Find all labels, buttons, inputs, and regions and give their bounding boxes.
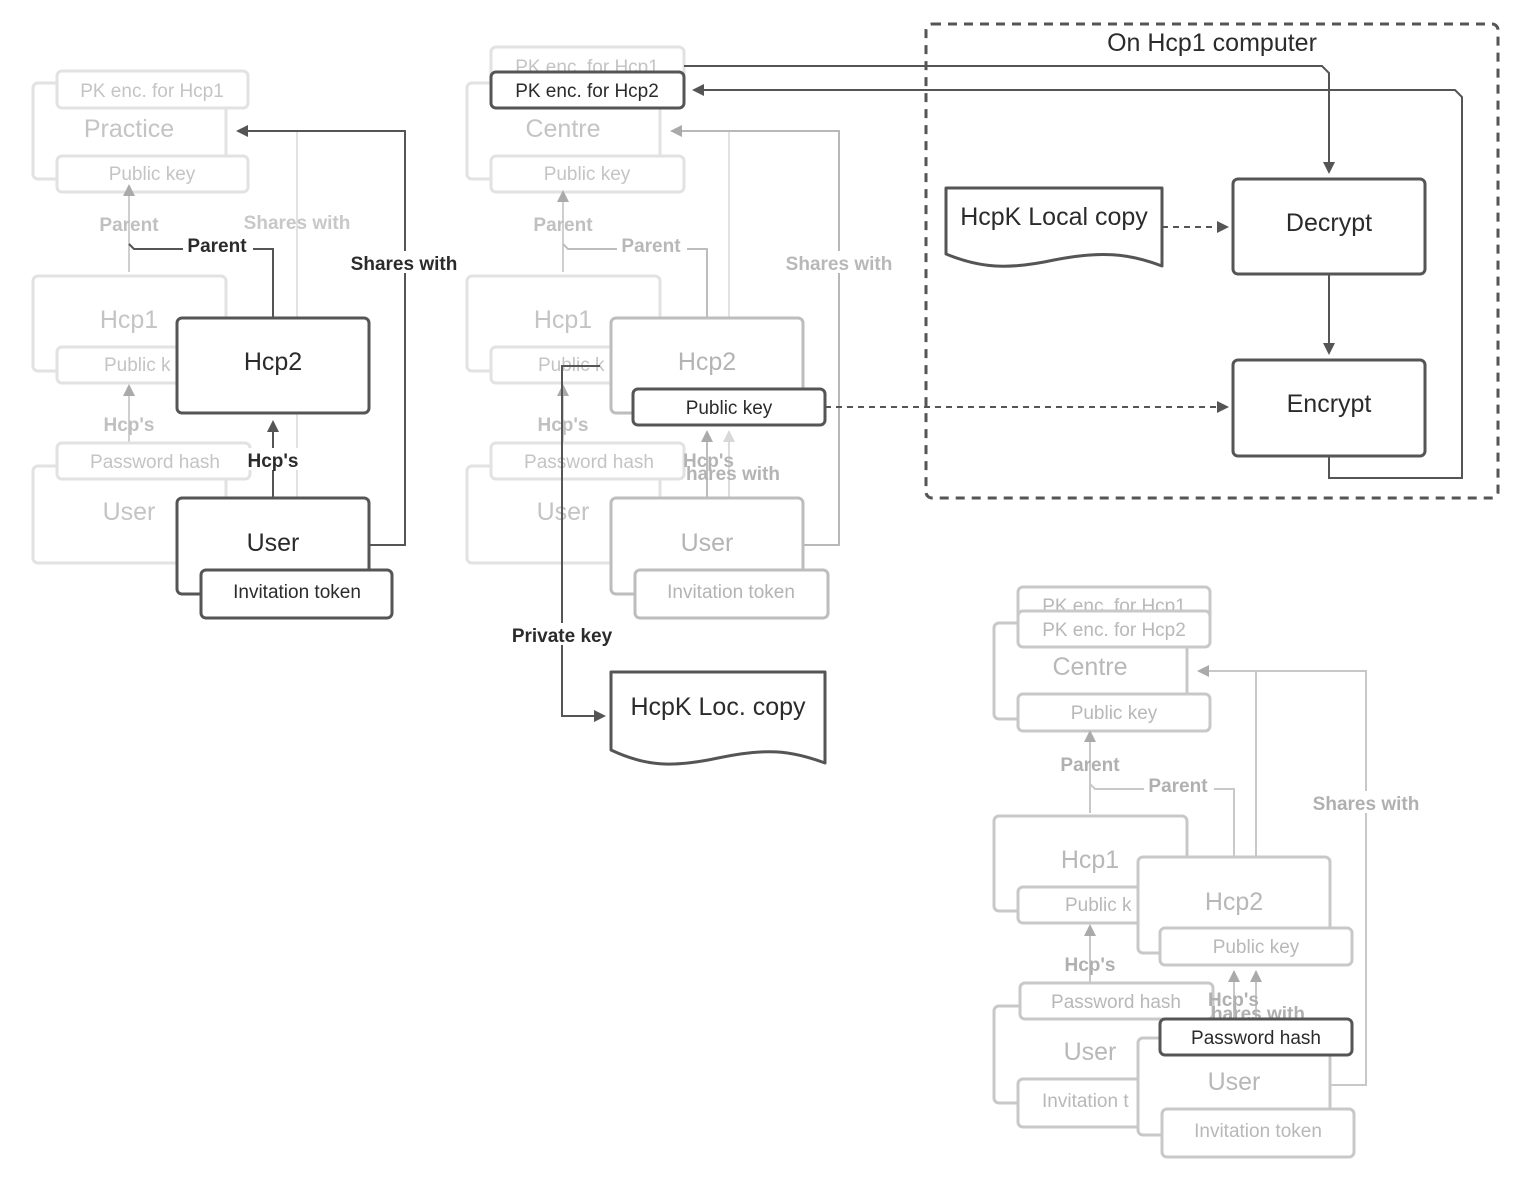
pk-hcp2-label-4: PK enc. for Hcp2 <box>1042 620 1186 641</box>
centre-label-4: Centre <box>1052 653 1127 681</box>
shares-with-line-4 <box>1197 665 1367 1086</box>
panel-practice: PK enc. for Hcp1 Practice Public key Par… <box>31 69 466 620</box>
centre-public-key-box <box>489 154 686 194</box>
hcp1-computer-frame <box>924 22 1500 500</box>
panel-result: PK enc. for Hcp1 PK enc. for Hcp2 Centre… <box>992 585 1428 1159</box>
hcp2-box <box>175 316 371 415</box>
hcpk-local-copy-label: HcpK Local copy <box>960 203 1148 231</box>
hcp2-label-2: Hcp2 <box>678 348 736 376</box>
encrypt-label: Encrypt <box>1287 390 1372 418</box>
shares-with-dark-label: Shares with <box>351 254 458 275</box>
password-hash-box-4 <box>1158 1017 1354 1057</box>
password-hash-box-2 <box>489 441 686 481</box>
hcp1-label-2: Hcp1 <box>534 306 592 334</box>
private-key-label-bg <box>503 623 621 645</box>
decrypt-label: Decrypt <box>1286 209 1372 237</box>
user-faint-label: User <box>103 498 156 526</box>
shares-with-label-4: Shares with <box>1313 794 1420 815</box>
practice-label: Practice <box>84 115 174 143</box>
parent-top-label-2: Parent <box>533 215 593 236</box>
invitation-token-box <box>199 568 394 620</box>
parent-top-label-4: Parent <box>1060 755 1120 776</box>
user-faint-label-4: User <box>1064 1038 1117 1066</box>
invitation-faint-label-4: Invitation t <box>1042 1091 1129 1112</box>
private-key-line <box>561 365 606 722</box>
hcp1-label: Hcp1 <box>100 306 158 334</box>
local-copy-document <box>609 670 827 766</box>
practice-public-key-box <box>55 154 250 194</box>
pk-hcp2-box-2 <box>489 70 686 110</box>
invitation-token-label-2: Invitation token <box>667 582 795 603</box>
hcpk-local-copy-document <box>944 186 1164 268</box>
hcps-dark-label-bg <box>243 448 303 470</box>
shares-with-small-label-2: hares with <box>686 464 780 485</box>
hcp2-public-key-label-2: Public key <box>686 398 773 419</box>
hcps-faint-label: Hcp's <box>104 415 155 436</box>
hcp1-public-key-label: Public k <box>104 355 171 376</box>
invitation-token-box-4 <box>1160 1107 1356 1159</box>
hcp1-label-4: Hcp1 <box>1061 846 1119 874</box>
password-hash-faint-label-4: Password hash <box>1051 992 1181 1013</box>
parent-mid-label-2: Parent <box>621 236 681 257</box>
shares-with-faint-label: Shares with <box>244 213 351 234</box>
encrypt-box <box>1231 358 1427 458</box>
password-hash-label: Password hash <box>90 452 220 473</box>
shares-with-bg-2 <box>777 251 901 273</box>
pk-to-decrypt-line <box>684 65 1335 174</box>
centre-public-key-box-4 <box>1016 692 1212 733</box>
centre-label: Centre <box>525 115 600 143</box>
private-key-label: Private key <box>512 626 613 647</box>
user-label-2: User <box>681 529 734 557</box>
hcps-right-label-2: Hcp's <box>683 451 734 472</box>
parent-mid-bg-4 <box>1144 774 1214 796</box>
user-label: User <box>247 529 300 557</box>
password-hash-label-4: Password hash <box>1191 1028 1321 1049</box>
password-hash-label-2: Password hash <box>524 452 654 473</box>
hcps-dark-label: Hcp's <box>248 451 299 472</box>
parent-mid-label-4: Parent <box>1148 776 1208 797</box>
parent-mid-label: Parent <box>187 236 247 257</box>
practice-public-key-label: Public key <box>109 164 196 185</box>
hcps-right-label-4: Hcp's <box>1208 990 1259 1011</box>
encrypt-to-pk-line <box>692 84 1463 479</box>
invitation-token-label-4: Invitation token <box>1194 1121 1322 1142</box>
parent-mid-label-bg <box>183 234 253 256</box>
pk-hcp1-box <box>55 69 250 110</box>
password-hash-faint-box-4 <box>1018 981 1215 1021</box>
shares-with-dark-line <box>236 125 406 546</box>
invitation-token-box-2 <box>633 568 830 620</box>
centre-public-key-label-4: Public key <box>1071 703 1158 724</box>
hcp2-public-key-box-4 <box>1158 926 1354 967</box>
panel-centre: PK enc. for Hcp1 PK enc. for Hcp2 Centre… <box>465 45 901 766</box>
parent-mid-bg-2 <box>617 234 687 256</box>
hcp2-label: Hcp2 <box>244 348 302 376</box>
shares-with-label-2: Shares with <box>786 254 893 275</box>
centre-public-key-label: Public key <box>544 164 631 185</box>
parent-top-label: Parent <box>99 215 159 236</box>
hcp2-public-key-label-4: Public key <box>1213 937 1300 958</box>
local-copy-label: HcpK Loc. copy <box>630 693 806 721</box>
hcp1-public-key-label-4: Public k <box>1065 895 1132 916</box>
hcp2-label-4: Hcp2 <box>1205 888 1263 916</box>
panel-hcp1-computer: On Hcp1 computer HcpK Local copy Decrypt… <box>684 22 1500 500</box>
shares-with-line-2 <box>670 125 840 546</box>
pk-hcp2-box-4 <box>1016 609 1212 649</box>
shares-with-dark-label-bg <box>342 251 466 273</box>
user-label-4: User <box>1208 1068 1261 1096</box>
hcp1-computer-title: On Hcp1 computer <box>1107 29 1317 57</box>
pk-hcp2-label-2: PK enc. for Hcp2 <box>515 81 659 102</box>
shares-with-bg-4 <box>1304 791 1428 813</box>
pk-hcp1-label: PK enc. for Hcp1 <box>80 81 224 102</box>
hcps-left-label-4: Hcp's <box>1065 955 1116 976</box>
invitation-token-label: Invitation token <box>233 582 361 603</box>
